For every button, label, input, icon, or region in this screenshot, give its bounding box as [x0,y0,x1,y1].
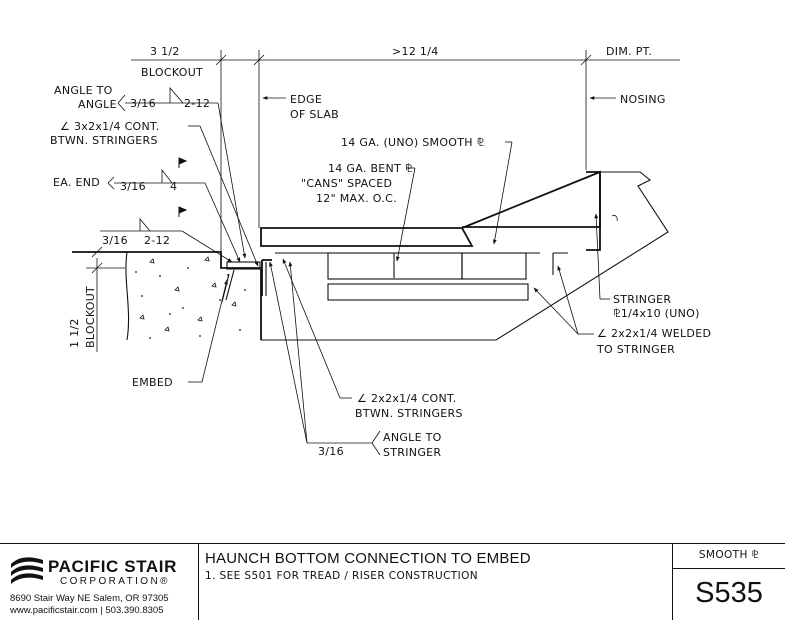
bent-plate-line1: 14 GA. BENT ⅊ [328,162,413,175]
angle-to-stringer-line1: ANGLE TO [383,431,442,444]
bent-plate-line2: "CANS" SPACED [301,177,392,190]
slab-weld-callout: 3/16 2-12 [100,206,233,263]
welded-angle-callout: ∠ 2x2x1/4 WELDED TO STRINGER [533,265,711,356]
cont-angle-line2: BTWN. STRINGERS [50,134,158,147]
series-label: SMOOTH ⅊ [698,549,760,561]
weld-size-3: 3/16 [102,234,128,247]
weld-size-2: 3/16 [120,180,146,193]
detail-drawing: 3 1/2 BLOCKOUT >12 1/4 DIM. PT. EDGE OF … [50,45,711,459]
ea-end-callout: EA. END 3/16 4 [53,157,241,263]
company-address: 8690 Stair Way NE Salem, OR 97305 [10,593,169,604]
detail-number: S535 [695,577,763,609]
vertical-dimension: 1 1/2 BLOCKOUT [68,246,125,352]
nosing-label: NOSING [620,93,666,106]
weld-length-2: 4 [170,180,177,193]
weld-size-4: 3/16 [318,445,344,458]
smooth-plate-label: 14 GA. (UNO) SMOOTH ⅊ [341,136,485,149]
angle-to-angle-line1: ANGLE TO [54,84,113,97]
angle-to-stringer-callout: 3/16 ANGLE TO STRINGER [268,261,442,459]
vert-blockout-label: BLOCKOUT [84,286,97,348]
stringer-haunch [260,170,669,341]
welded-angle-line2: TO STRINGER [596,343,675,356]
company-subtitle: CORPORATION® [60,576,170,587]
top-dimension: 3 1/2 BLOCKOUT >12 1/4 DIM. PT. [131,45,680,268]
detail-code-cell: SMOOTH ⅊ S535 [673,544,785,620]
description-cell: HAUNCH BOTTOM CONNECTION TO EMBED 1. SEE… [199,544,673,620]
embed-callout: EMBED [132,279,228,389]
cont-angle-b-line2: BTWN. STRINGERS [355,407,463,420]
stringer-line2: ⅊1/4x10 (UNO) [613,307,700,320]
dim-span: >12 1/4 [392,45,439,58]
embed-assembly [221,259,272,303]
company-name: PACIFIC STAIR [48,557,177,576]
angle-to-angle-line2: ANGLE [78,98,117,111]
ea-end-label: EA. END [53,176,100,189]
bent-plate-line3: 12" MAX. O.C. [316,192,397,205]
dim-blockout-width: 3 1/2 [150,45,180,58]
stringer-callout: STRINGER ⅊1/4x10 (UNO) [594,213,700,320]
detail-note: 1. SEE S501 FOR TREAD / RISER CONSTRUCTI… [205,570,479,582]
dim-blockout-label: BLOCKOUT [141,66,203,79]
edge-of-slab-line2: OF SLAB [290,108,339,121]
detail-title: HAUNCH BOTTOM CONNECTION TO EMBED [205,550,531,567]
stringer-line1: STRINGER [613,293,671,306]
company-cell: PACIFIC STAIR CORPORATION® 8690 Stair Wa… [0,544,199,620]
embed-label: EMBED [132,376,173,389]
angle-to-stringer-line2: STRINGER [383,446,441,459]
dim-point: DIM. PT. [606,45,652,58]
cont-angle-line1: ∠ 3x2x1/4 CONT. [60,120,160,133]
welded-angle-line1: ∠ 2x2x1/4 WELDED [597,327,711,340]
title-block: PACIFIC STAIR CORPORATION® 8690 Stair Wa… [0,543,785,620]
vert-dim-label: 1 1/2 [68,318,81,348]
cont-angle-b-line1: ∠ 2x2x1/4 CONT. [357,392,457,405]
nosing-callout: NOSING [589,93,666,106]
bent-plate-callout: 14 GA. BENT ⅊ "CANS" SPACED 12" MAX. O.C… [301,162,416,262]
edge-of-slab-callout: EDGE OF SLAB [262,93,339,121]
company-logo-icon [11,557,43,584]
concrete-slab [72,251,262,341]
weld-size-1: 3/16 [130,97,156,110]
edge-of-slab-line1: EDGE [290,93,322,106]
cont-angle-callout: ∠ 3x2x1/4 CONT. BTWN. STRINGERS [50,120,259,267]
weld-length-1: 2-12 [184,97,210,110]
cont-angle-b-callout: ∠ 2x2x1/4 CONT. BTWN. STRINGERS [282,258,463,420]
series-divider [673,568,785,569]
angle-to-angle-callout: ANGLE TO ANGLE 3/16 2-12 [54,84,247,259]
company-contact: www.pacificstair.com | 503.390.8305 [10,605,164,616]
smooth-plate-callout: 14 GA. (UNO) SMOOTH ⅊ [341,136,513,245]
weld-length-3: 2-12 [144,234,170,247]
